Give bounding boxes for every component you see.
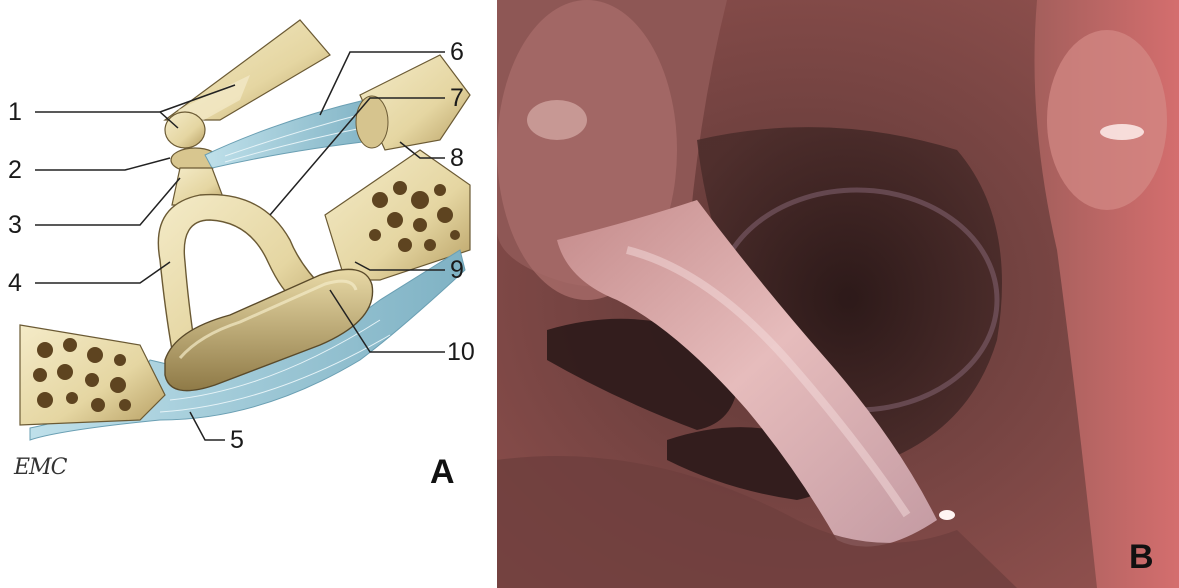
illustration-panel: 1 2 3 4 5 6 7 8 9 10 EMC A bbox=[0, 0, 490, 588]
label-1: 1 bbox=[8, 100, 22, 125]
ossicle-illustration bbox=[0, 0, 490, 588]
label-8: 8 bbox=[450, 146, 464, 171]
panel-letter-b: B bbox=[1129, 540, 1154, 574]
endoscopic-photo bbox=[497, 0, 1179, 588]
label-5: 5 bbox=[230, 428, 244, 453]
label-6: 6 bbox=[450, 40, 464, 65]
panel-letter-a: A bbox=[430, 455, 455, 489]
label-10: 10 bbox=[447, 340, 475, 365]
label-3: 3 bbox=[8, 213, 22, 238]
label-7: 7 bbox=[450, 86, 464, 111]
emc-logo: EMC bbox=[14, 455, 66, 480]
endoscopic-photo-panel: B bbox=[497, 0, 1179, 588]
label-9: 9 bbox=[450, 258, 464, 283]
label-4: 4 bbox=[8, 271, 22, 296]
label-2: 2 bbox=[8, 158, 22, 183]
